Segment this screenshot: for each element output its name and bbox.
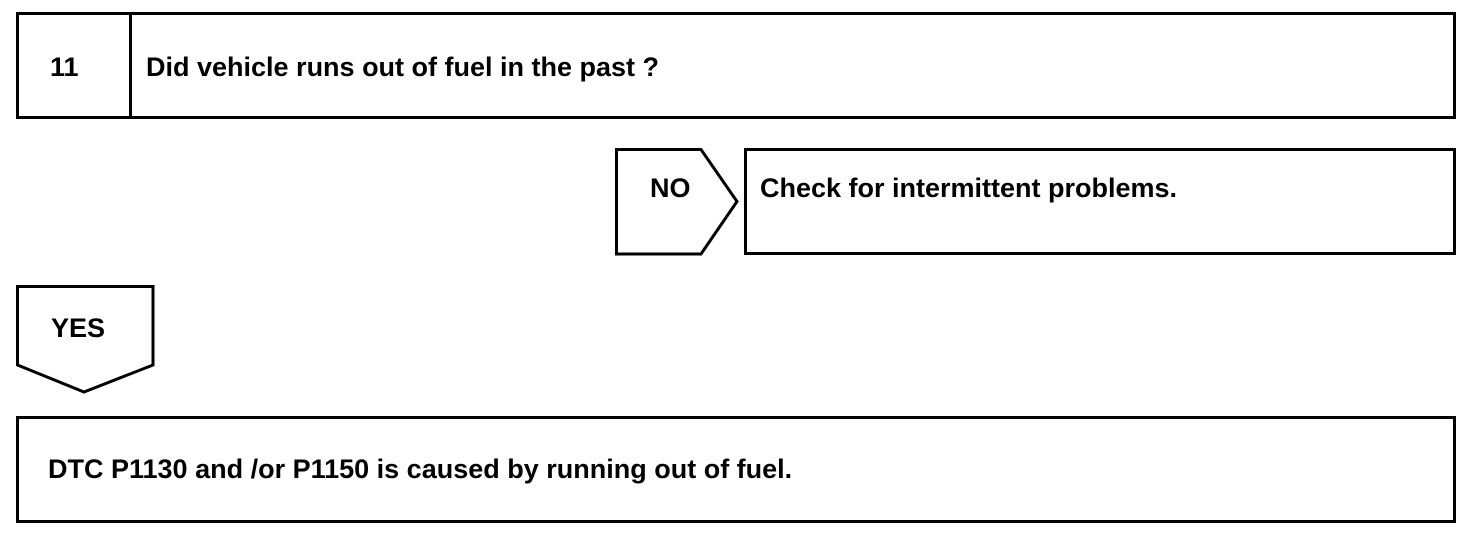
step-number: 11 (50, 52, 79, 82)
no-label: NO (650, 173, 691, 203)
yes-label: YES (51, 313, 106, 343)
yes-arrow-icon (16, 285, 155, 394)
step-question: Did vehicle runs out of fuel in the past… (146, 52, 660, 82)
no-arrow-icon (615, 148, 739, 256)
yes-result-text: DTC P1130 and /or P1150 is caused by run… (48, 454, 793, 484)
yes-result-box (16, 416, 1456, 523)
no-result-box (744, 148, 1456, 255)
step-divider (129, 12, 132, 119)
step-box (16, 12, 1456, 119)
no-result-text: Check for intermittent problems. (760, 173, 1178, 203)
